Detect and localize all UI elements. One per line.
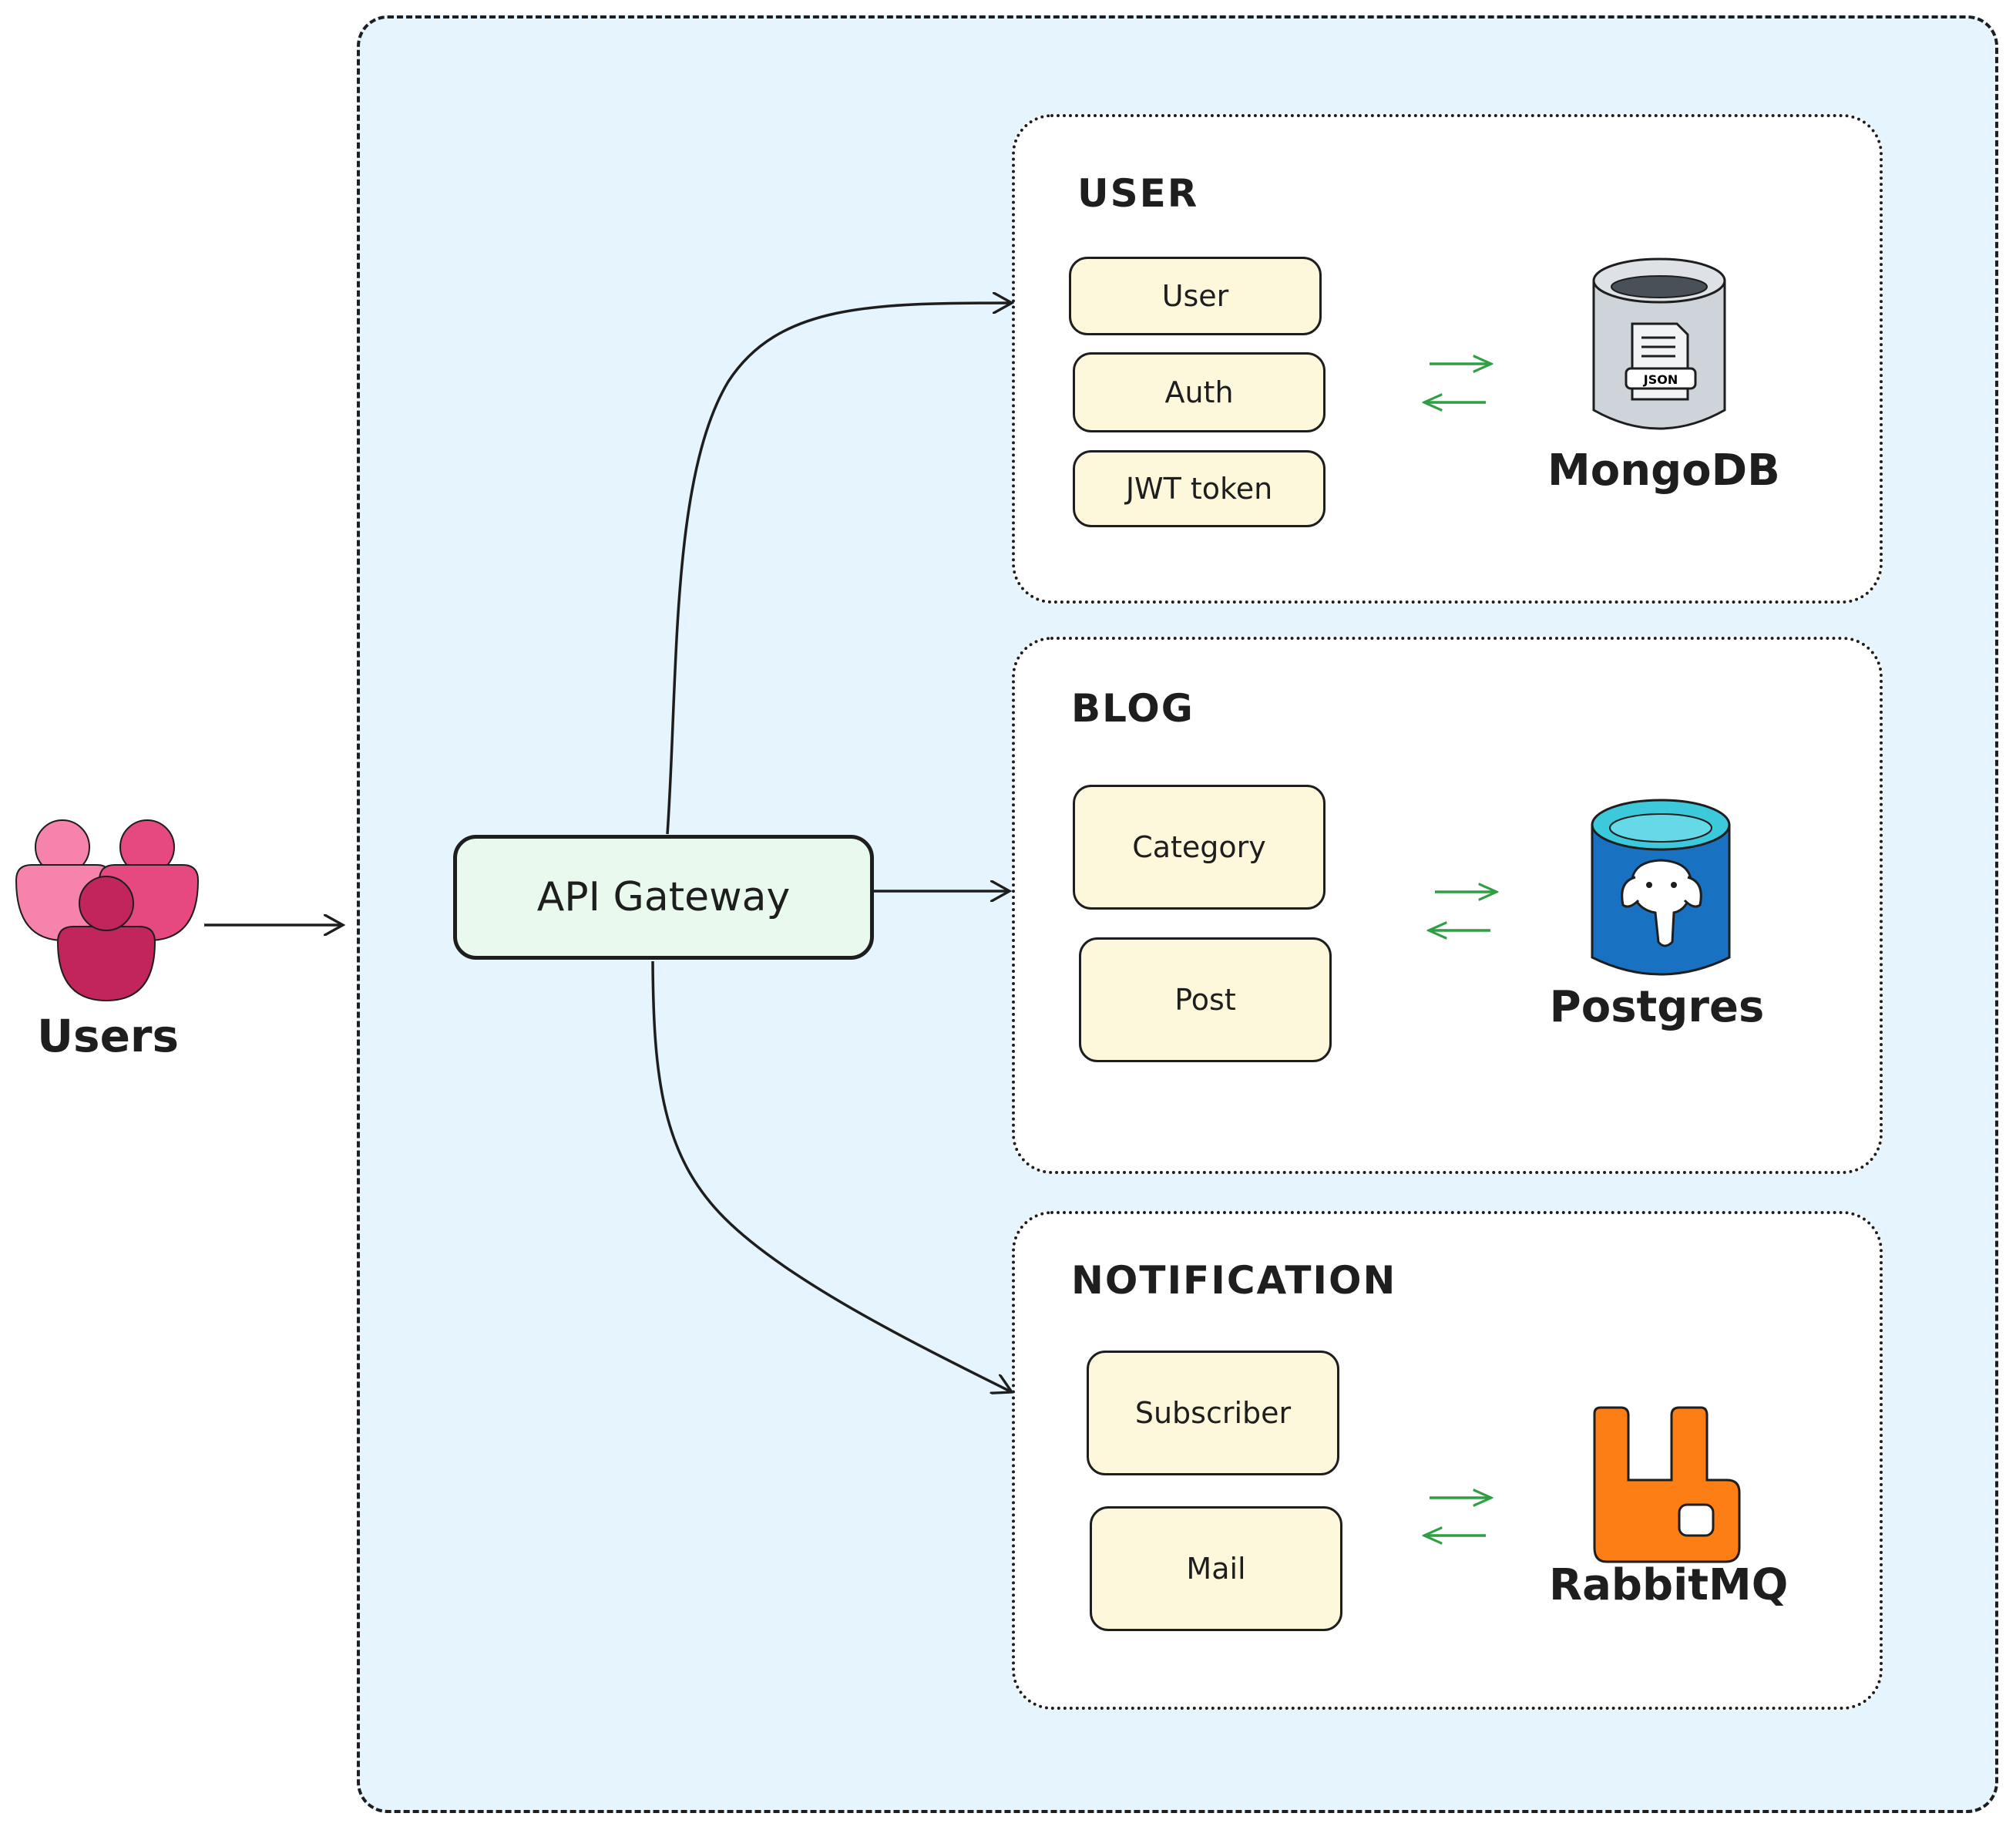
db-label-postgres: Postgres bbox=[1549, 982, 1765, 1032]
panel-title-blog: BLOG bbox=[1071, 686, 1194, 731]
service-jwt-token[interactable]: JWT token bbox=[1073, 450, 1326, 527]
rabbitmq-icon bbox=[1593, 1406, 1741, 1563]
mongodb-json-database-icon: JSON bbox=[1592, 257, 1726, 430]
panel-title-notification: NOTIFICATION bbox=[1071, 1258, 1397, 1303]
service-category[interactable]: Category bbox=[1073, 785, 1326, 910]
api-gateway[interactable]: API Gateway bbox=[453, 835, 874, 960]
db-label-mongodb: MongoDB bbox=[1547, 446, 1780, 496]
db-label-rabbitmq: RabbitMQ bbox=[1549, 1560, 1789, 1610]
service-post[interactable]: Post bbox=[1079, 937, 1332, 1062]
users-group-icon bbox=[15, 819, 200, 1002]
users-label: Users bbox=[36, 1010, 180, 1062]
service-user[interactable]: User bbox=[1069, 257, 1322, 335]
service-mail[interactable]: Mail bbox=[1090, 1506, 1342, 1631]
panel-title-user: USER bbox=[1077, 171, 1199, 216]
mongodb-json-badge: JSON bbox=[1643, 372, 1678, 387]
postgres-elephant-database-icon bbox=[1591, 799, 1731, 976]
service-subscriber[interactable]: Subscriber bbox=[1087, 1351, 1339, 1475]
service-auth[interactable]: Auth bbox=[1073, 352, 1326, 432]
